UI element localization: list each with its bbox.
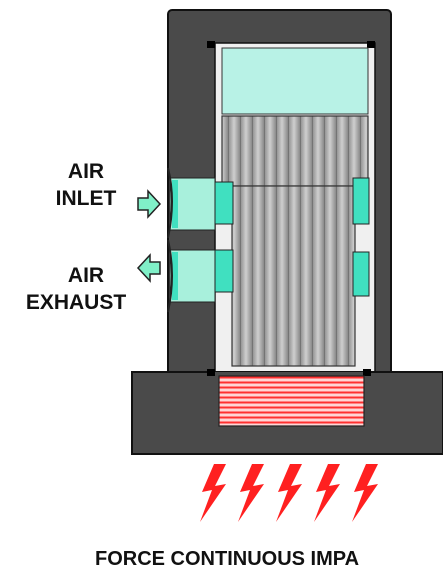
piston-shaft bbox=[231, 185, 356, 367]
lightning-bolt-icon bbox=[276, 464, 302, 522]
air-exhaust-label-line1: AIR bbox=[67, 264, 105, 287]
air-exhaust-label-line2: EXHAUST bbox=[25, 291, 127, 314]
lightning-bolt-icon bbox=[200, 464, 226, 522]
air-inlet-label-line1: AIR bbox=[67, 160, 105, 183]
inlet-arrow-icon bbox=[137, 189, 162, 219]
piston-top-chamber bbox=[221, 47, 369, 115]
exhaust-arrow-icon bbox=[136, 253, 161, 283]
air-inlet-label-line2: INLET bbox=[55, 187, 117, 210]
impact-anvil bbox=[218, 375, 365, 427]
lightning-bolt-icon bbox=[238, 464, 264, 522]
air-exhaust-fitting bbox=[167, 239, 216, 313]
diagram-caption: FORCE CONTINUOUS IMPA bbox=[95, 548, 360, 570]
lightning-bolt-icon bbox=[314, 464, 340, 522]
air-inlet-fitting bbox=[167, 167, 216, 239]
piston-upper-ribbed bbox=[221, 115, 369, 187]
impact-lightning-icons bbox=[200, 464, 378, 522]
lightning-bolt-icon bbox=[352, 464, 378, 522]
